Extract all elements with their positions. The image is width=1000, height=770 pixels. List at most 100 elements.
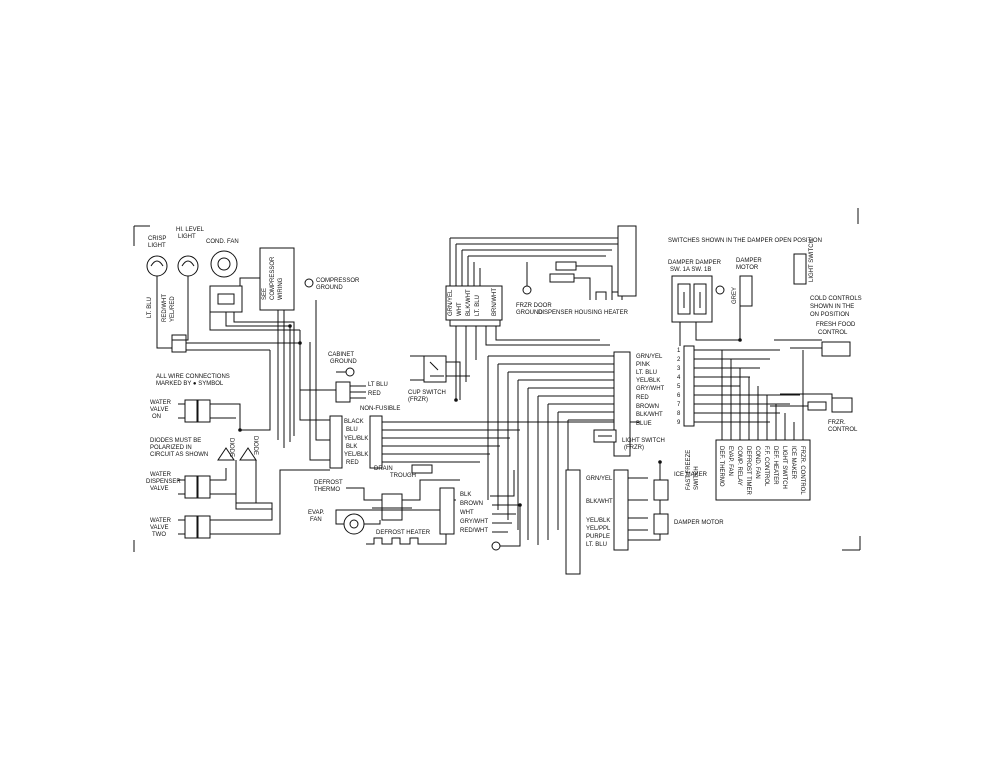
term-r-6: RED xyxy=(636,395,649,401)
fast-freeze-1: FAST FREEZE xyxy=(686,450,692,490)
wire-color-1: RED/WHT xyxy=(162,294,168,322)
vbus-4: DEFROST TIMER xyxy=(745,446,751,495)
damper-motor-label: DAMPER MOTOR xyxy=(674,520,724,526)
term-top-5: BRN/WHT xyxy=(492,288,498,316)
water-dispenser-valve-1: WATER xyxy=(150,472,172,478)
damper-switches-1: DAMPER DAMPER xyxy=(668,260,722,266)
fresh-food-2: CONTROL xyxy=(818,330,848,336)
lower-a-3: WHT xyxy=(460,510,474,516)
cabinet-light-label-1: LT BLU xyxy=(368,382,388,388)
lower-b-3: YEL/BLK xyxy=(586,518,610,524)
cup-switch: CUP SWITCH (FRZR) xyxy=(408,355,470,403)
hi-level-light-label-2: LIGHT xyxy=(178,234,196,240)
lower-b-6: LT. BLU xyxy=(586,542,607,548)
vbus-8: LIGHT SWITCH xyxy=(781,446,787,489)
compressor-ground: COMPRESSOR GROUND xyxy=(304,278,360,291)
left-wires xyxy=(156,276,330,461)
light-switch-frzr-1: LIGHT SWITCH xyxy=(622,438,665,444)
vbus-6: F.F. CONTROL xyxy=(763,446,769,487)
vbus-3: COMP. RELAY xyxy=(736,446,742,486)
crisp-light: CRISP LIGHT xyxy=(146,236,168,277)
cond-fan: COND. FAN xyxy=(206,239,243,313)
drain-trough-2: TROUGH xyxy=(390,473,416,479)
damper-motor-r: DAMPER MOTOR GREY xyxy=(715,258,762,307)
lower-a-4: GRY/WHT xyxy=(460,519,489,525)
cabinet-ground-2: GROUND xyxy=(330,359,357,365)
hi-level-light: HI. LEVEL LIGHT xyxy=(176,227,205,277)
cabinet-light-label-3: NON-FUSIBLE xyxy=(360,406,400,412)
defrost-thermo-1: DEFROST xyxy=(314,480,343,486)
compressor-ground-label-2: GROUND xyxy=(316,285,343,291)
evap-fan-2: FAN xyxy=(310,517,322,523)
terminal-strip-right: 1 2 3 4 5 6 7 8 9 xyxy=(677,306,800,427)
water-valve-two-2: VALVE xyxy=(150,525,168,531)
term-top-4: LT. BLU xyxy=(475,295,481,316)
header-note: SWITCHES SHOWN IN THE DAMPER OPEN POSITI… xyxy=(668,238,822,244)
terminal-block-right-center: GRN/YEL PINK LT. BLU YEL/BLK GRY/WHT RED… xyxy=(487,351,665,545)
defrost-thermo: DEFROST THERMO xyxy=(314,479,460,521)
connector-block-a: BLK BROWN WHT GRY/WHT RED/WHT xyxy=(439,470,521,551)
cold-controls-2: SHOWN IN THE xyxy=(810,304,854,310)
timer-bus: DEF. THERMO EVAP. FAN COMP. RELAY DEFROS… xyxy=(715,350,811,501)
term-r-3: LT. BLU xyxy=(636,370,657,376)
term-num-1: 1 xyxy=(677,348,681,354)
term-top-2: WHT xyxy=(457,302,463,316)
term-num-7: 7 xyxy=(677,402,681,408)
cabinet-ground-1: CABINET xyxy=(328,352,354,358)
vbus-1: DEF. THERMO xyxy=(718,446,724,487)
light-switch-frzr-2: (FRZR) xyxy=(624,445,644,451)
drain-trough: DRAIN TROUGH xyxy=(374,464,433,479)
crisp-light-label-2: LIGHT xyxy=(148,243,166,249)
frzr-control-2: CONTROL xyxy=(828,427,858,433)
defrost-thermo-2: THERMO xyxy=(314,487,340,493)
water-valve-on-3: ON xyxy=(152,414,161,420)
term-num-8: 8 xyxy=(677,411,681,417)
frzr-door-ground-1: FRZR DOOR xyxy=(516,303,552,309)
term-r-9: BLUE xyxy=(636,421,652,427)
light-switch-frzr: LIGHT SWITCH (FRZR) xyxy=(593,429,665,451)
all-wire-connections-2: MARKED BY ● SYMBOL xyxy=(156,381,224,387)
vbus-2: EVAP. FAN xyxy=(727,446,733,476)
dispenser-housing-heater: DISPENSER HOUSING HEATER xyxy=(538,225,637,316)
lower-b-1: GRN/YEL xyxy=(586,476,613,482)
connector-block-b: GRN/YEL BLK/WHT YEL/BLK YEL/PPL PURPLE L… xyxy=(565,462,661,575)
light-switch-r: LIGHT SWITCH xyxy=(793,239,815,285)
diodes-note-1: DIODES MUST BE xyxy=(150,438,201,444)
cabinet-light-connector: LT BLU RED NON-FUSIBLE xyxy=(300,381,400,412)
lower-a-1: BLK xyxy=(460,492,471,498)
lower-a-2: BROWN xyxy=(460,501,483,507)
cup-switch-1: CUP SWITCH xyxy=(408,390,446,396)
connection-dots xyxy=(238,324,742,507)
water-valve-on: WATER VALVE ON xyxy=(150,399,241,430)
water-dispenser-valve-3: VALVE xyxy=(150,486,168,492)
grey-label: GREY xyxy=(732,287,738,304)
crisp-light-label-1: CRISP xyxy=(148,236,166,242)
lower-b-5: PURPLE xyxy=(586,534,610,540)
diode-label-2: DIODE xyxy=(252,436,258,455)
lt-blu-label: LT. BLU xyxy=(147,297,153,318)
term-r-8: BLK/WHT xyxy=(636,412,663,418)
term-top-3: BLK/WHT xyxy=(466,289,472,316)
cup-switch-2: (FRZR) xyxy=(408,397,428,403)
compressor-ground-label-1: COMPRESSOR xyxy=(316,278,360,284)
compressor-wiring-box: SEE COMPRESSOR WIRING xyxy=(259,247,295,311)
term-color-l-4: BLK xyxy=(346,444,357,450)
term-color-l-5: YEL/BLK xyxy=(344,452,368,458)
vbus-7: DEF. HEATER xyxy=(772,446,778,485)
terminal-block-top: GRN/YEL WHT BLK/WHT LT. BLU BRN/WHT xyxy=(445,237,630,400)
terminal-block-center-left: BLACK BLU YEL/BLK BLK YEL/BLK RED xyxy=(329,415,640,469)
evap-fan: EVAP. FAN xyxy=(308,509,440,535)
term-color-l-3: YEL/BLK xyxy=(344,436,368,442)
fresh-food-control: FRESH FOOD CONTROL xyxy=(774,322,856,357)
crop-marks xyxy=(133,208,861,552)
frzr-door-ground: FRZR DOOR GROUND xyxy=(516,262,552,316)
term-r-1: GRN/YEL xyxy=(636,354,663,360)
term-num-3: 3 xyxy=(677,366,681,372)
see-compressor-2: COMPRESSOR xyxy=(270,256,276,300)
term-color-l-1: BLACK xyxy=(344,419,364,425)
water-valve-two-3: TWO xyxy=(152,532,166,538)
water-dispenser-valve-2: DISPENSER xyxy=(146,479,181,485)
water-valve-on-2: VALVE xyxy=(150,407,168,413)
diode-label-1: DIODE xyxy=(228,438,234,457)
